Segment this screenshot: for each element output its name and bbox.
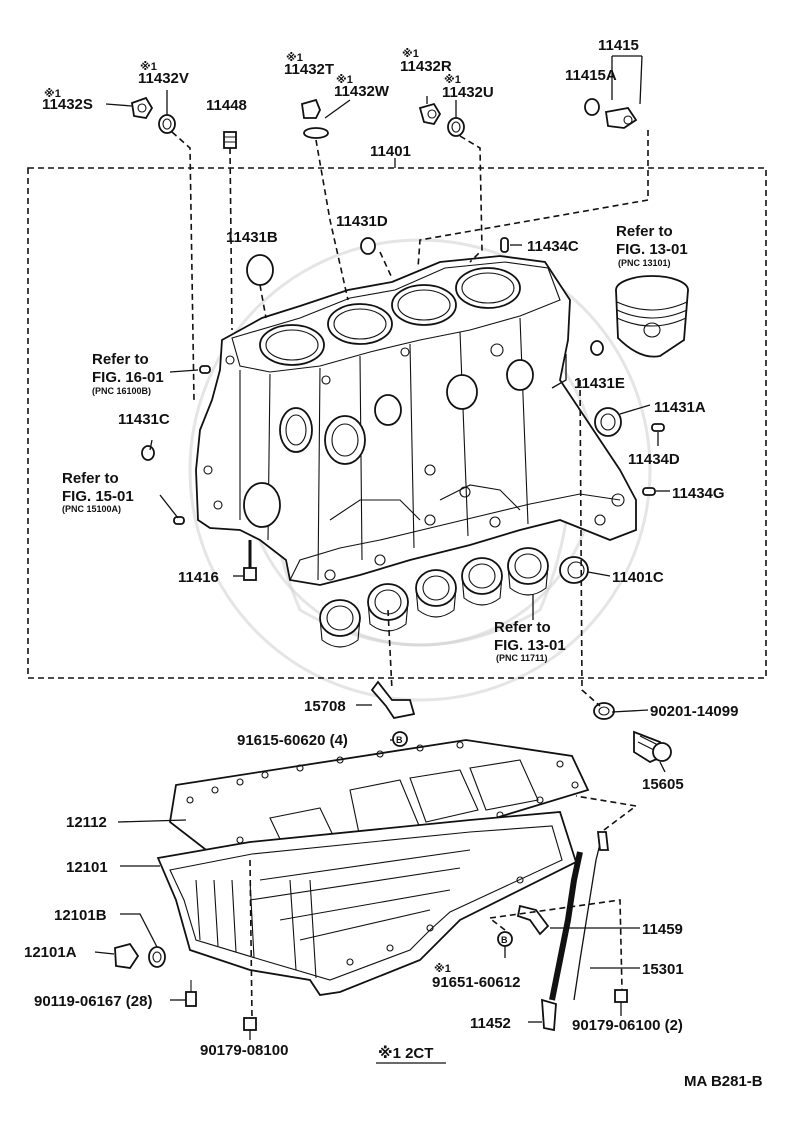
leader-lines xyxy=(94,55,670,1040)
star-marker: ※1 xyxy=(402,48,419,60)
label-12112: 12112 xyxy=(66,814,107,831)
label-91651-60612: 91651-60612 xyxy=(432,974,520,991)
label-11434D: 11434D xyxy=(628,451,680,468)
label-11431E: 11431E xyxy=(574,375,625,392)
ref-piston-line1: Refer to xyxy=(616,223,673,240)
label-15605: 15605 xyxy=(642,776,684,793)
label-11459: 11459 xyxy=(642,921,683,938)
label-91615-60620: 91615-60620 (4) xyxy=(237,732,348,749)
label-11448: 11448 xyxy=(206,97,247,114)
label-11432R: 11432R xyxy=(400,58,452,75)
label-11432U: 11432U xyxy=(442,84,494,101)
ref-fig15-pnc: (PNC 15100A) xyxy=(62,504,121,514)
label-11401: 11401 xyxy=(370,143,411,160)
label-12101B: 12101B xyxy=(54,907,107,924)
circle-b-marker-1: B xyxy=(396,735,403,745)
label-90179-06100: 90179-06100 (2) xyxy=(572,1017,683,1034)
ref-bearing-line2: FIG. 13-01 xyxy=(494,637,566,654)
star-marker: ※1 xyxy=(44,88,61,100)
part-labels: ※1 11432S ※1 11432V 11448 ※1 11432T ※1 1… xyxy=(24,37,763,1090)
ref-fig15-line1: Refer to xyxy=(62,470,119,487)
drawing-code: MA B281-B xyxy=(684,1073,763,1090)
small-parts xyxy=(130,96,665,525)
label-15301: 15301 xyxy=(642,961,684,978)
star-marker: ※1 xyxy=(434,963,451,975)
label-11434C: 11434C xyxy=(527,238,579,255)
main-bearings xyxy=(243,540,589,648)
star-marker: ※1 xyxy=(336,74,353,86)
label-11415: 11415 xyxy=(598,37,639,54)
label-11415A: 11415A xyxy=(565,67,617,84)
block-assembly-boundary xyxy=(27,158,767,679)
label-11431C: 11431C xyxy=(118,411,170,428)
label-11434G: 11434G xyxy=(672,485,725,502)
oil-pan-group: B B xyxy=(114,680,672,1032)
piston xyxy=(615,275,689,358)
label-15708: 15708 xyxy=(304,698,346,715)
label-11432S: 11432S xyxy=(42,96,93,113)
label-11431B: 11431B xyxy=(226,229,278,246)
ref-bearing-pnc: (PNC 11711) xyxy=(496,653,548,663)
ref-fig15-line2: FIG. 15-01 xyxy=(62,488,134,505)
ref-piston-line2: FIG. 13-01 xyxy=(616,241,688,258)
label-90119-06167: 90119-06167 (28) xyxy=(34,993,152,1010)
label-11432T: 11432T xyxy=(284,61,334,78)
star-marker: ※1 xyxy=(140,61,157,73)
label-90201-14099: 90201-14099 xyxy=(650,703,738,720)
ref-fig16-pnc: (PNC 16100B) xyxy=(92,386,151,396)
label-11431A: 11431A xyxy=(654,399,706,416)
label-11416: 11416 xyxy=(178,569,219,586)
cylinder-block xyxy=(195,255,637,586)
label-11431D: 11431D xyxy=(336,213,388,230)
label-11432V: 11432V xyxy=(138,70,189,87)
label-11452: 11452 xyxy=(470,1015,511,1032)
ref-piston-pnc: (PNC 13101) xyxy=(618,258,671,268)
ref-fig16-line1: Refer to xyxy=(92,351,149,368)
footnote: ※1 2CT xyxy=(378,1044,433,1062)
star-marker: ※1 xyxy=(286,52,303,64)
ref-fig16-line2: FIG. 16-01 xyxy=(92,369,164,386)
circle-b-marker-2: B xyxy=(501,935,508,945)
label-11401C: 11401C xyxy=(612,569,664,586)
label-12101: 12101 xyxy=(66,859,108,876)
label-12101A: 12101A xyxy=(24,944,77,961)
label-90179-08100: 90179-08100 xyxy=(200,1042,288,1059)
star-marker: ※1 xyxy=(444,74,461,86)
ref-bearing-line1: Refer to xyxy=(494,619,551,636)
label-11432W: 11432W xyxy=(334,83,390,100)
